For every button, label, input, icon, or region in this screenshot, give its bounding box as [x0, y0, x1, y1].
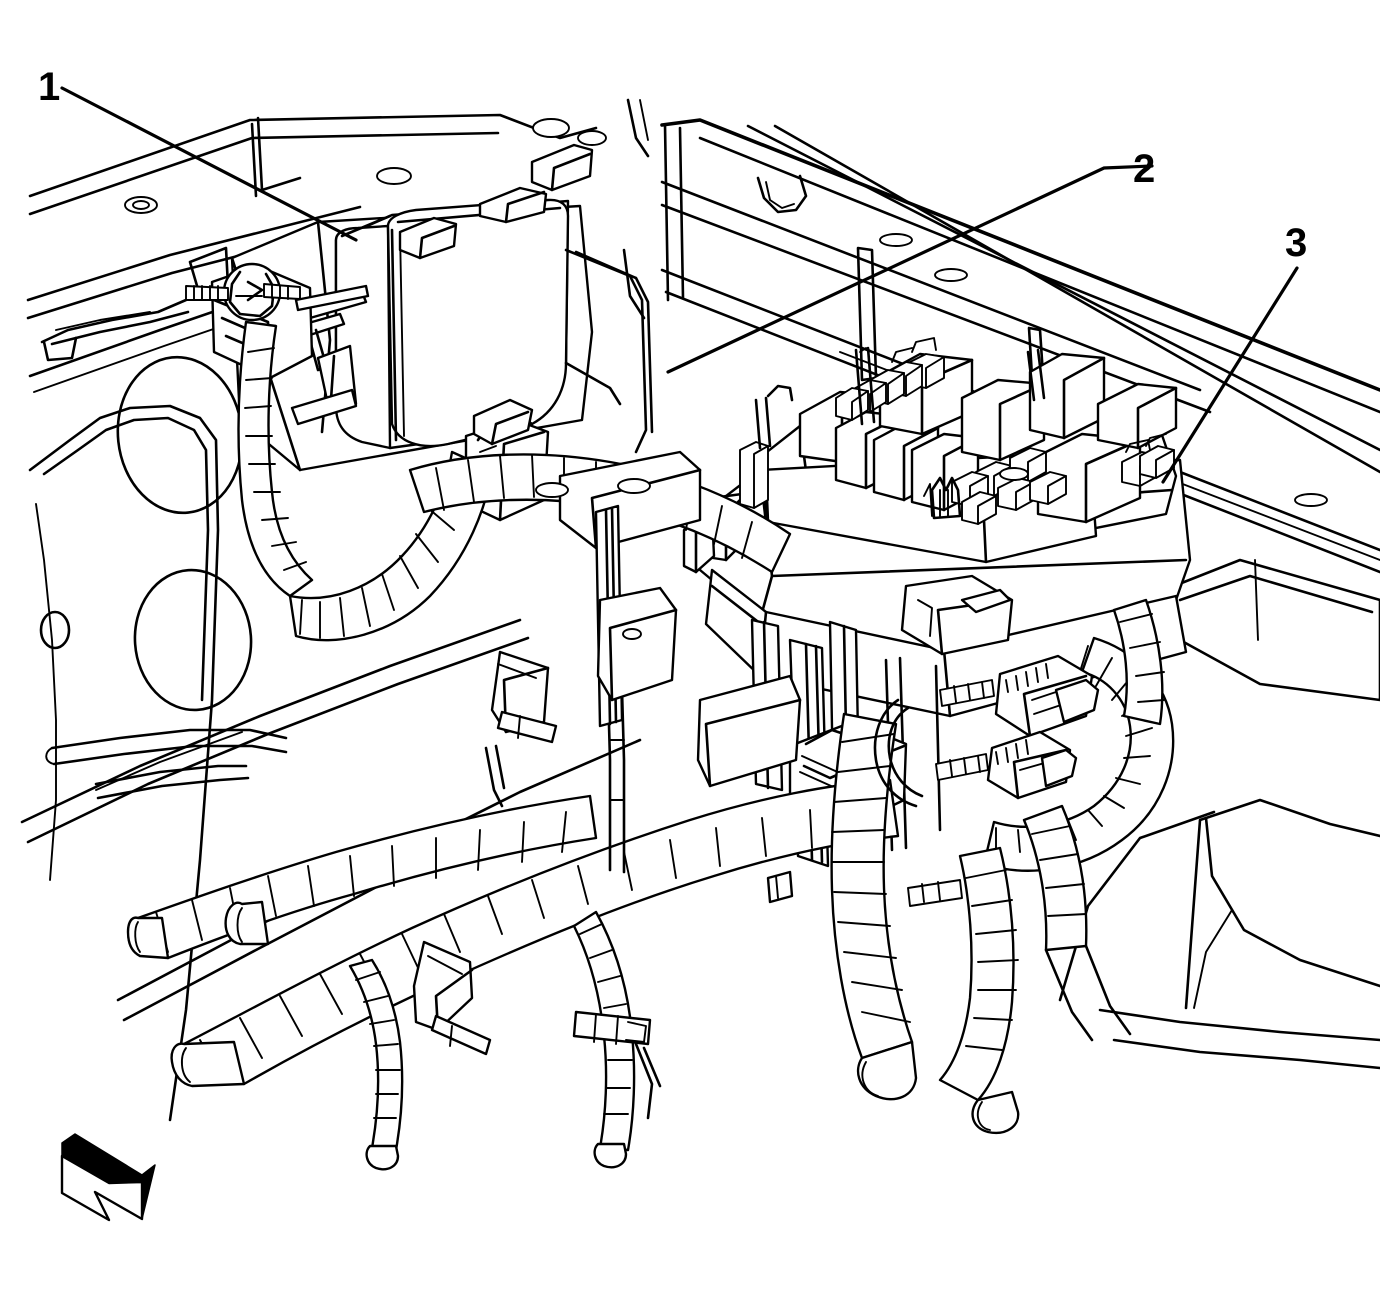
orientation-arrow — [60, 1133, 156, 1222]
thin-wire-pair — [45, 728, 288, 800]
callout-3-leader — [1161, 266, 1299, 484]
callout-2-label: 2 — [1133, 147, 1155, 191]
harness-right-lower — [938, 846, 1020, 1135]
harness-behind-box — [1112, 598, 1165, 726]
harness-branch-right — [572, 910, 662, 1169]
harness-connectors-right — [873, 654, 1100, 907]
callout-1-leader — [60, 86, 358, 242]
callout-3: 3 — [1161, 221, 1307, 484]
callouts: 1 2 3 — [38, 65, 1307, 484]
callout-1: 1 — [38, 65, 358, 242]
callout-2-leader — [666, 164, 1154, 374]
harness-right-to-bracket — [1022, 804, 1132, 1042]
callout-3-label: 3 — [1285, 221, 1307, 265]
fuse-cluster-top — [835, 337, 945, 421]
fuse-cluster-right — [1121, 433, 1175, 487]
harness-left-vertical — [237, 320, 314, 598]
callout-1-label: 1 — [38, 65, 60, 109]
center-brackets — [535, 450, 802, 904]
harness-right-main — [830, 712, 918, 1101]
underhood-electrical-center — [682, 337, 1192, 868]
wiring-harness — [45, 320, 1175, 1171]
fuse-cluster-center — [923, 447, 1067, 525]
harness-branch-left — [348, 940, 492, 1171]
harness-cut-ends — [126, 900, 270, 1088]
tie-strap-center — [484, 650, 558, 808]
callout-2: 2 — [666, 147, 1155, 374]
